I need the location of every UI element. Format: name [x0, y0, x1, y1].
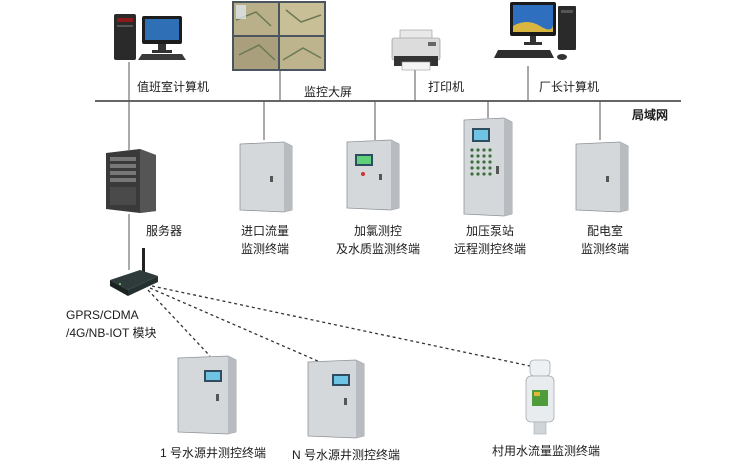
wellN-label: N 号水源井测控终端 — [292, 448, 401, 462]
chlorination-label-line1: 加氯测控 — [353, 224, 402, 238]
power-room-cabinet-icon — [575, 141, 629, 213]
chlorination-label: 加氯测控 及水质监测终端 — [330, 222, 426, 258]
server-icon — [106, 149, 156, 213]
booster-pump-label-line1: 加压泵站 — [465, 224, 514, 238]
booster-pump-label: 加压泵站 远程测控终端 — [448, 222, 532, 258]
well1-terminal-icon — [177, 355, 237, 435]
director-pc-label: 厂长计算机 — [539, 80, 600, 94]
booster-pump-label-line2: 远程测控终端 — [453, 242, 526, 256]
chlorination-label-line2: 及水质监测终端 — [335, 242, 420, 256]
inlet-flow-cabinet-icon — [239, 141, 293, 213]
power-room-label-line2: 监测终端 — [580, 242, 629, 256]
chlorination-cabinet-icon — [346, 139, 400, 211]
lan-label: 局域网 — [632, 108, 669, 122]
power-room-label-line1: 配电室 — [586, 224, 623, 238]
power-room-label: 配电室 监测终端 — [572, 222, 638, 258]
wireless-link-wellN — [149, 287, 321, 363]
booster-pump-cabinet-icon — [463, 117, 513, 217]
modem-label: GPRS/CDMA /4G/NB-IOT 模块 — [66, 306, 156, 342]
duty-pc-label: 值班室计算机 — [137, 80, 210, 94]
village-flow-label: 村用水流量监测终端 — [492, 444, 601, 458]
wireless-link-village — [151, 285, 531, 367]
modem-label-line2: /4G/NB-IOT 模块 — [66, 326, 157, 340]
inlet-flow-label: 进口流量 监测终端 — [232, 222, 298, 258]
inlet-flow-label-line2: 监测终端 — [240, 242, 289, 256]
printer-icon — [391, 29, 441, 71]
big-screen-icon — [232, 1, 326, 71]
wireless-modem-icon — [110, 248, 158, 296]
well1-label: 1 号水源井测控终端 — [160, 446, 267, 460]
printer-label: 打印机 — [428, 80, 465, 94]
modem-label-line1: GPRS/CDMA — [66, 308, 139, 322]
wellN-terminal-icon — [307, 359, 365, 439]
duty-pc-icon — [114, 14, 186, 60]
village-flow-terminal-icon — [525, 359, 555, 435]
big-screen-label: 监控大屏 — [304, 85, 353, 99]
inlet-flow-label-line1: 进口流量 — [240, 224, 289, 238]
server-label: 服务器 — [146, 224, 183, 238]
director-pc-icon — [494, 2, 576, 60]
